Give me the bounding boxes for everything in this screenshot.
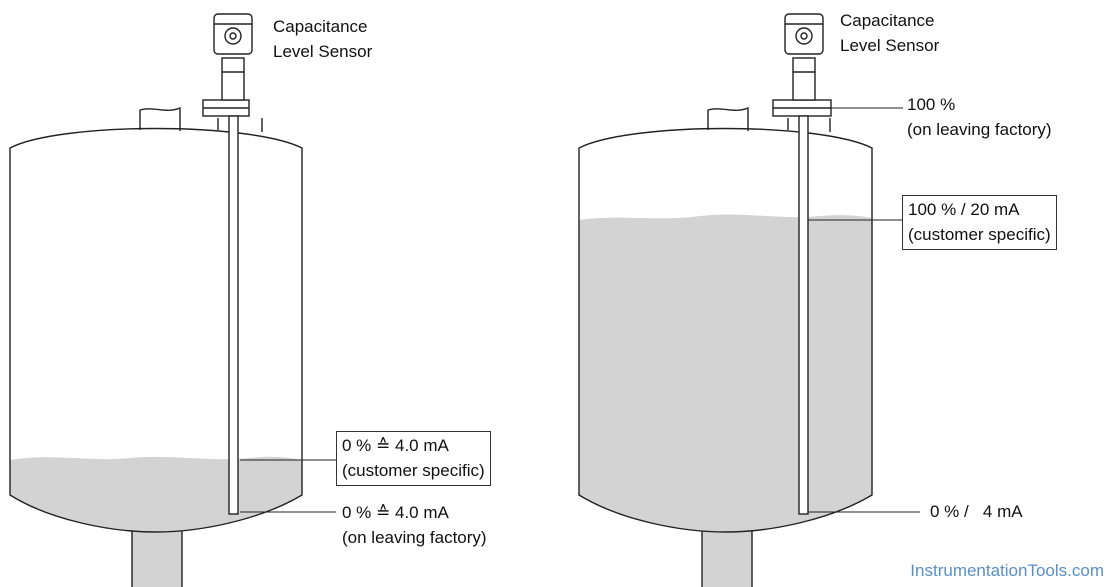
left-custom-zero-value: 0 % ≙ 4.0 mA [342, 436, 449, 455]
right-custom-full-note: (customer specific) [908, 225, 1051, 244]
left-custom-zero-note: (customer specific) [342, 461, 485, 480]
right-zero-label: 0 % / 4 mA [930, 502, 1023, 521]
right-factory-full-label: 100 % (on leaving factory) [907, 92, 1052, 142]
left-custom-zero-box: 0 % ≙ 4.0 mA (customer specific) [336, 431, 491, 486]
right-sensor-label-line1: Capacitance [840, 11, 935, 30]
watermark: InstrumentationTools.com [910, 561, 1104, 580]
right-sensor-label: Capacitance Level Sensor [840, 8, 939, 58]
right-sensor-label-line2: Level Sensor [840, 36, 940, 55]
right-factory-full-value: 100 % [907, 95, 956, 114]
right-custom-full-box: 100 % / 20 mA (customer specific) [902, 195, 1057, 250]
right-factory-full-note: (on leaving factory) [907, 120, 1052, 139]
left-factory-zero-value: 0 % ≙ 4.0 mA [342, 503, 449, 522]
left-sensor-label-line2: Level Sensor [273, 42, 373, 61]
left-factory-zero-label: 0 % ≙ 4.0 mA (on leaving factory) [342, 500, 487, 550]
right-tank [578, 13, 920, 587]
right-custom-full-value: 100 % / 20 mA [908, 200, 1020, 219]
left-sensor-label: Capacitance Level Sensor [273, 14, 372, 64]
left-sensor-label-line1: Capacitance [273, 17, 368, 36]
left-tank [9, 13, 336, 587]
left-factory-zero-note: (on leaving factory) [342, 528, 487, 547]
